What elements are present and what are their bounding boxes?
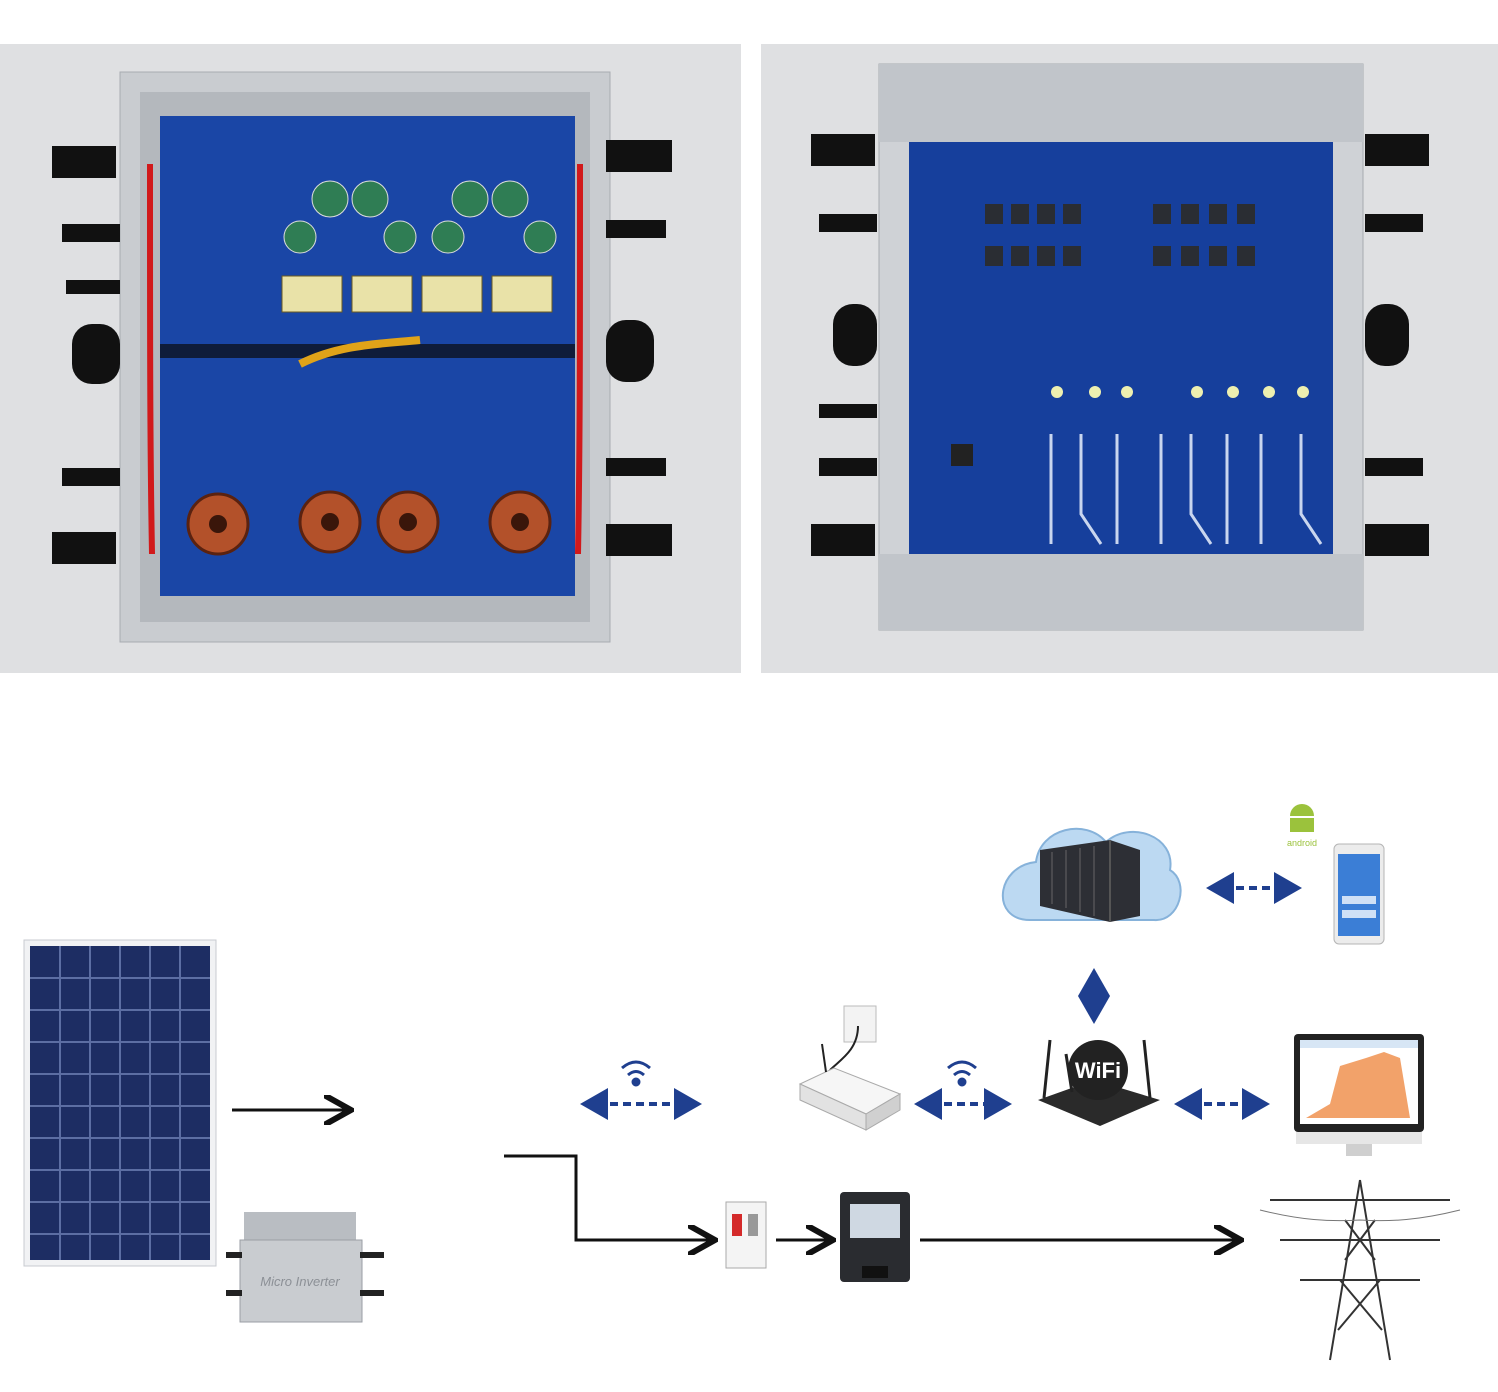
android-logo-icon: android [1287, 804, 1317, 848]
android-label: android [1287, 838, 1317, 848]
wifi-signal-icon-left [621, 1060, 651, 1087]
micro-inverter-icon: Micro Inverter [226, 1212, 384, 1323]
ac-output-arrow [504, 1154, 712, 1240]
transmission-tower-icon [1259, 1179, 1461, 1361]
data-collector-icon [798, 1005, 902, 1131]
circuit-breaker-icon [725, 1201, 767, 1269]
router-wifi-label: WiFi [1075, 1058, 1121, 1083]
inverter-pcb-back-photo [761, 44, 1498, 673]
energy-meter-icon [840, 1192, 910, 1282]
system-connection-diagram: Micro Inverter [0, 700, 1498, 1392]
micro-inverter-label: Micro Inverter [260, 1274, 340, 1289]
inverter-open-photo [0, 44, 741, 673]
cloud-server-icon [1002, 827, 1182, 922]
wifi-signal-icon-mid [947, 1060, 977, 1087]
computer-monitor-icon [1294, 1034, 1424, 1156]
smartphone-icon [1333, 843, 1385, 945]
solar-panel-icon [23, 939, 217, 1267]
wifi-router-icon: WiFi [1038, 1039, 1160, 1126]
